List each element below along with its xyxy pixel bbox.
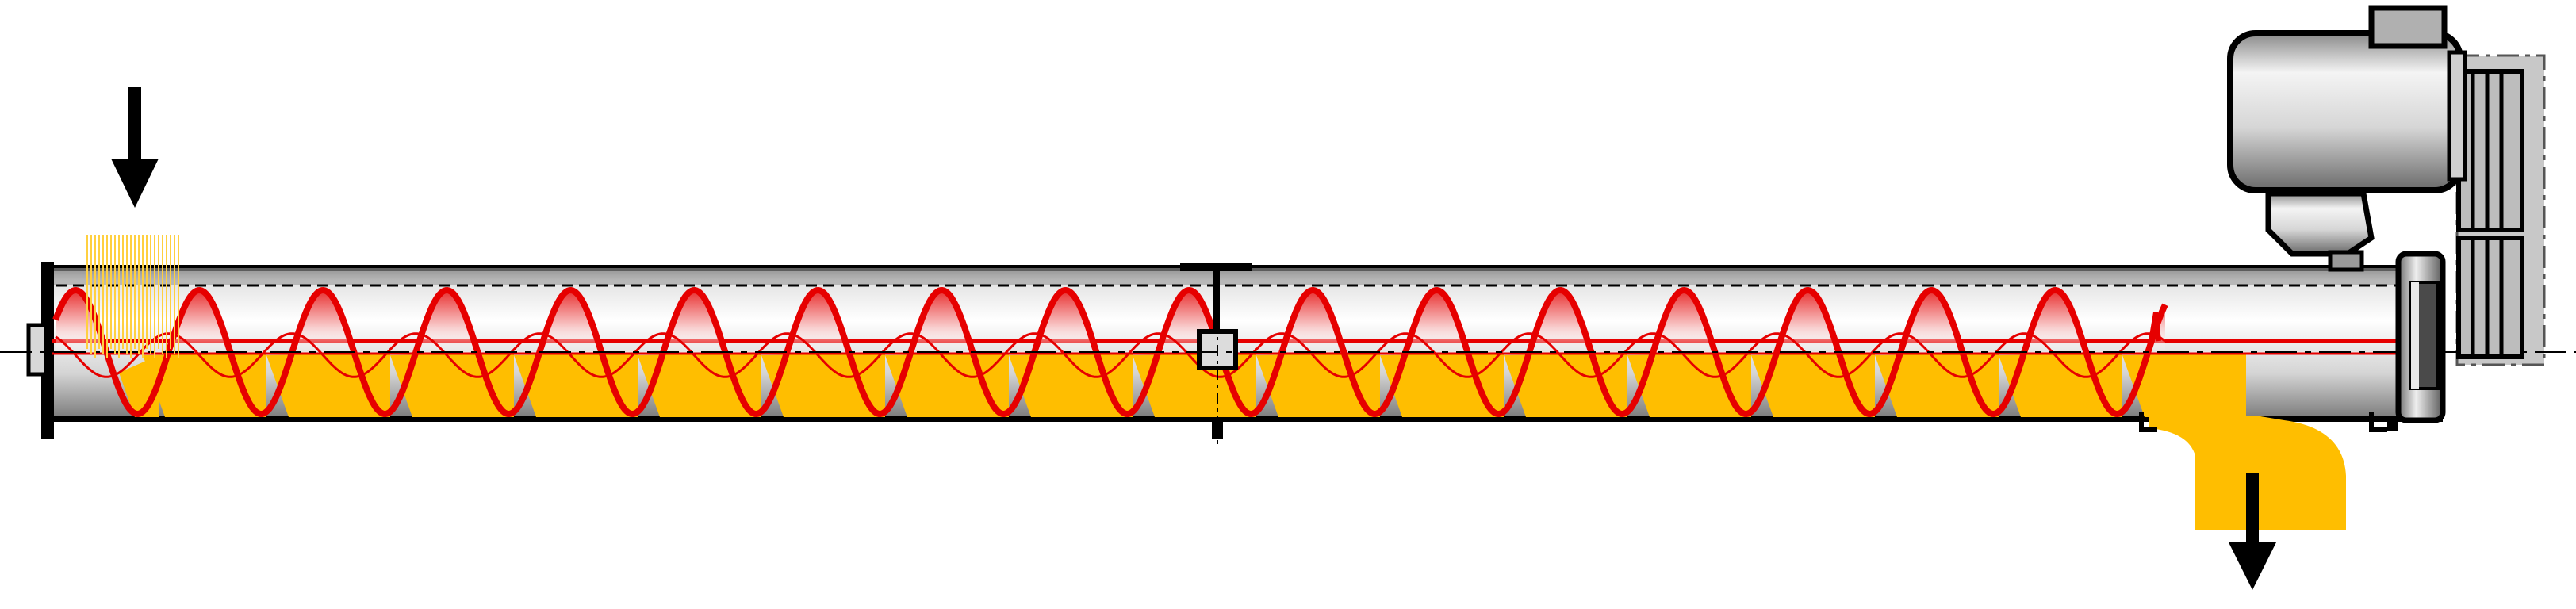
motor-fins xyxy=(2456,69,2524,359)
screw-flights xyxy=(52,286,2168,418)
outlet-chute xyxy=(2139,412,2387,530)
drive-coupling xyxy=(2395,251,2446,423)
bulk-material xyxy=(119,354,2246,417)
outlet-arrow-icon xyxy=(2229,473,2276,590)
screw-flight-end xyxy=(2149,312,2161,342)
inlet-material-stream xyxy=(86,235,179,358)
hanger-bearing xyxy=(1180,263,1252,444)
screw-flight-edge xyxy=(52,286,2168,418)
screw-flight-inner-edge xyxy=(55,332,2166,378)
inlet-arrow-icon xyxy=(111,87,159,208)
gear-motor-icon xyxy=(2227,5,2467,272)
